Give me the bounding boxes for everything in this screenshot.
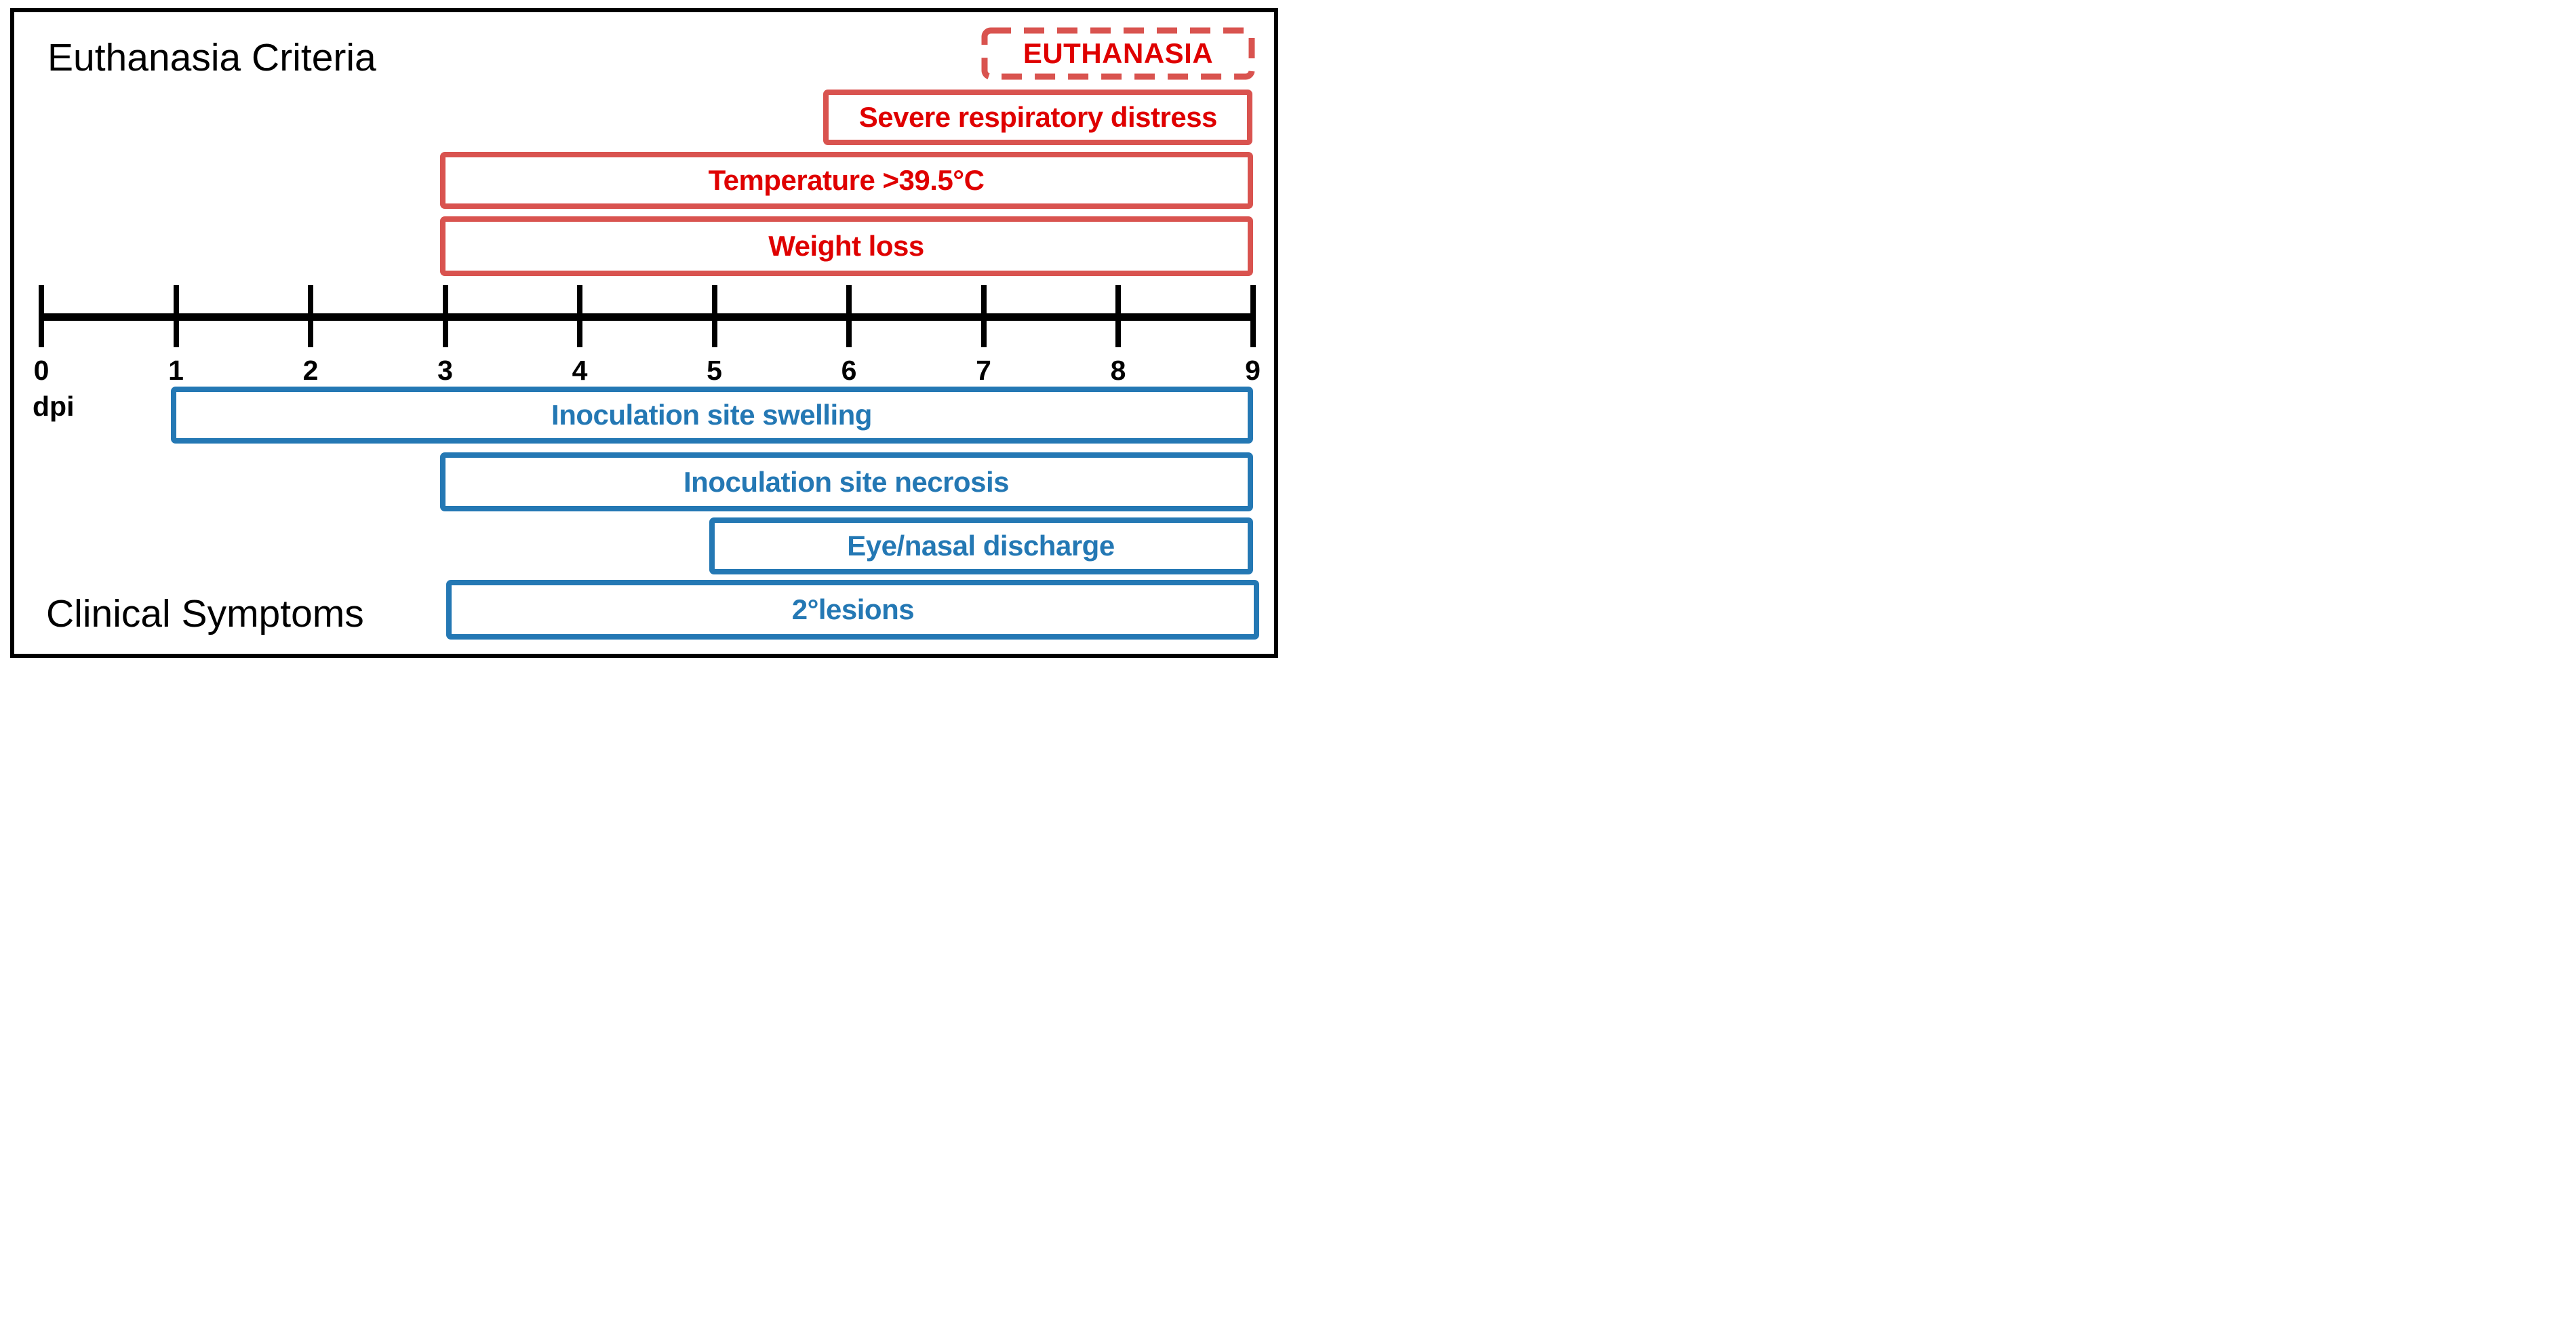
axis-tick-label: 2	[302, 355, 319, 386]
axis-tick	[846, 285, 852, 347]
axis-tick-label: 8	[1110, 355, 1126, 386]
axis-tick-label: 3	[437, 355, 453, 386]
axis-tick-label: 9	[1245, 355, 1261, 386]
symptom-bar: 2°lesions	[446, 580, 1260, 640]
dashed-border-icon	[981, 27, 1255, 80]
symptom-bar: Eye/nasal discharge	[709, 517, 1253, 574]
axis-tick-label: 1	[168, 355, 184, 386]
axis-unit-label: dpi	[33, 391, 75, 422]
axis-tick	[173, 285, 179, 347]
bar-label: Inoculation site necrosis	[683, 465, 1009, 498]
bar-label: 2°lesions	[791, 593, 915, 625]
criteria-bar: Temperature >39.5°C	[439, 152, 1253, 209]
bar-label: Weight loss	[768, 230, 924, 262]
euthanasia-stamp: EUTHANASIA	[981, 27, 1255, 80]
figure-border	[10, 8, 1278, 658]
criteria-section-title: Euthanasia Criteria	[47, 36, 376, 79]
axis-tick-label: 6	[841, 355, 857, 386]
figure-canvas: Euthanasia Criteria Clinical Symptoms EU…	[0, 0, 1288, 666]
symptom-bar: Inoculation site swelling	[170, 387, 1253, 444]
euthanasia-stamp-label: EUTHANASIA	[1023, 37, 1214, 69]
timeline-axis	[39, 313, 1256, 321]
axis-tick	[39, 285, 44, 347]
axis-tick	[711, 285, 717, 347]
symptom-bar: Inoculation site necrosis	[439, 452, 1253, 511]
bar-label: Severe respiratory distress	[858, 101, 1218, 133]
bar-label: Eye/nasal discharge	[847, 530, 1115, 562]
axis-tick	[308, 285, 313, 347]
criteria-bar: Weight loss	[439, 216, 1253, 276]
axis-tick	[1115, 285, 1121, 347]
criteria-bar: Severe respiratory distress	[823, 90, 1253, 145]
axis-tick-label: 0	[33, 355, 49, 386]
symptoms-section-title: Clinical Symptoms	[46, 592, 364, 635]
axis-tick	[442, 285, 448, 347]
bar-label: Inoculation site swelling	[551, 399, 872, 431]
axis-tick	[1250, 285, 1256, 347]
bar-label: Temperature >39.5°C	[708, 164, 985, 196]
axis-tick-label: 4	[572, 355, 588, 386]
axis-tick-label: 5	[707, 355, 722, 386]
axis-tick-label: 7	[976, 355, 991, 386]
axis-tick	[980, 285, 987, 347]
axis-tick	[577, 285, 582, 347]
